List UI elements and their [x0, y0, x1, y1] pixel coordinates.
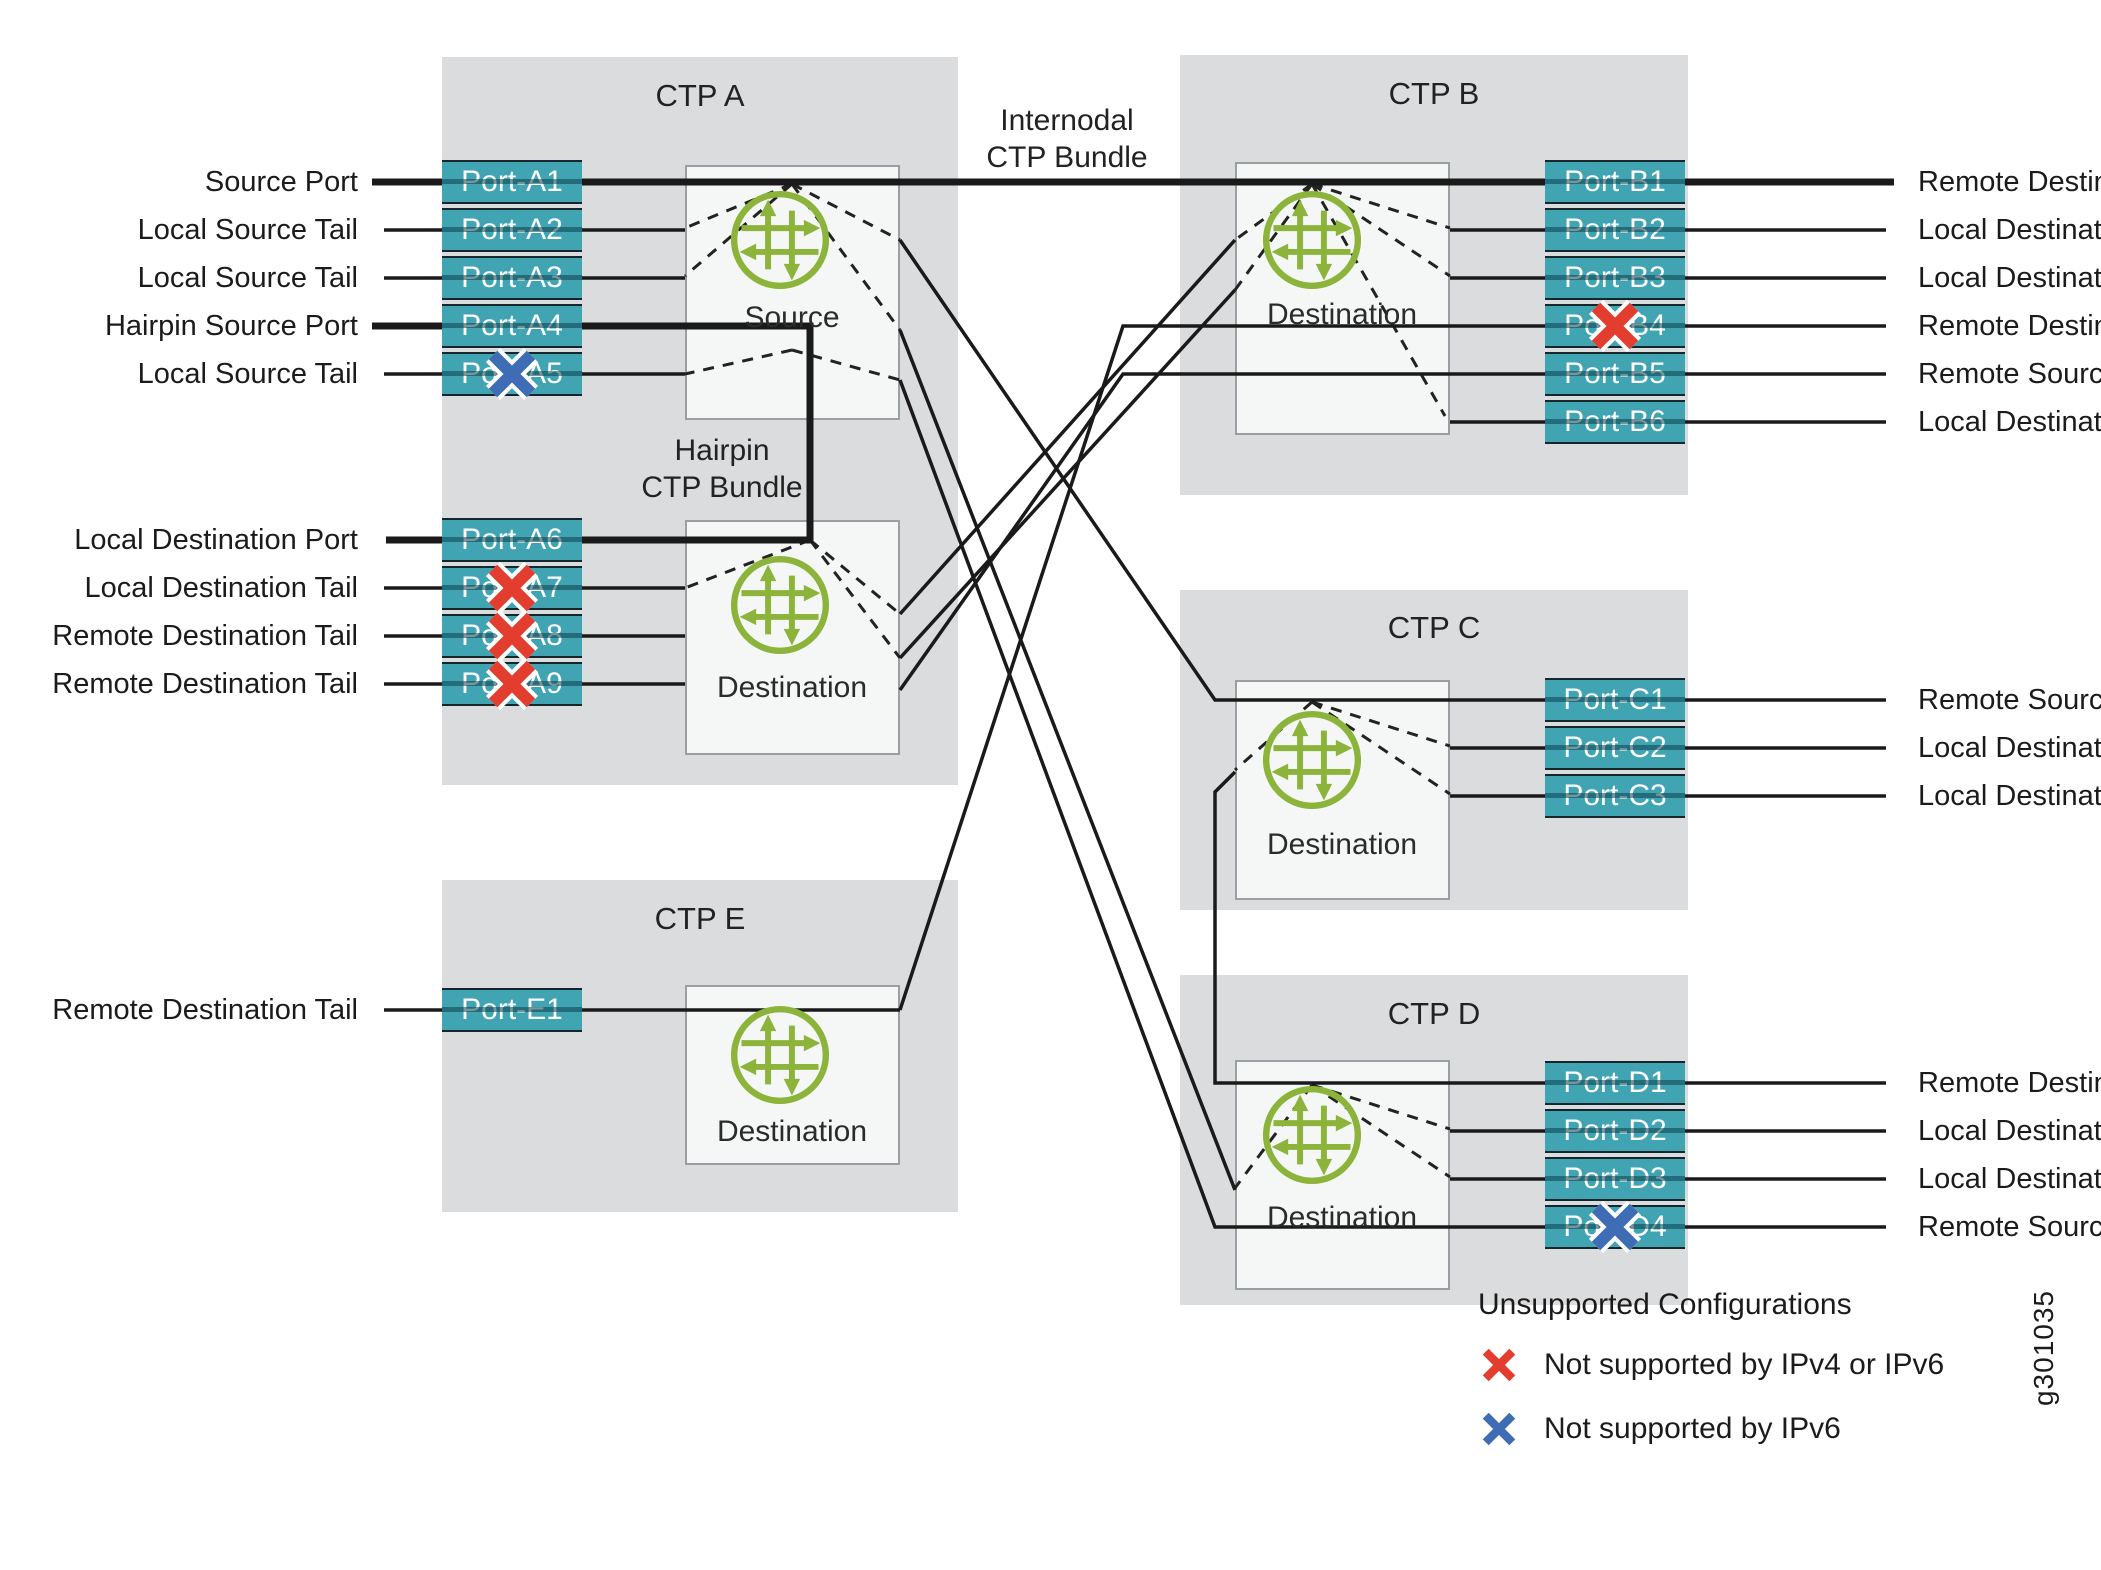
port-b2: Port-B2: [1545, 208, 1685, 252]
port-a4: Port-A4: [442, 304, 582, 348]
blue-x-icon: [1478, 1408, 1520, 1450]
port-e1: Port-E1: [442, 988, 582, 1032]
external-label-b4: Remote Destination Tail: [1918, 310, 2101, 342]
external-label-b2: Local Destination Tail: [1918, 214, 2101, 246]
port-a9: Port-A9: [442, 662, 582, 706]
port-d1: Port-D1: [1545, 1061, 1685, 1105]
external-label-a7: Local Destination Tail: [84, 572, 358, 604]
port-a1: Port-A1: [442, 160, 582, 204]
legend-item-label: Not supported by IPv4 or IPv6: [1544, 1348, 1945, 1381]
ctp-a-title: CTP A: [655, 78, 745, 113]
port-a3: Port-A3: [442, 256, 582, 300]
legend-item-red: Not supported by IPv4 or IPv6: [1478, 1340, 1944, 1390]
node-box-d-destination: [1235, 1060, 1450, 1290]
red-x-icon: [1478, 1344, 1520, 1386]
internodal-bundle-label-line2: CTP Bundle: [986, 141, 1148, 174]
port-a2: Port-A2: [442, 208, 582, 252]
external-label-b3: Local Destination Tail: [1918, 262, 2101, 294]
external-label-d1: Remote Destination Tail: [1918, 1067, 2101, 1099]
external-label-a6: Local Destination Port: [74, 524, 358, 556]
port-d3: Port-D3: [1545, 1157, 1685, 1201]
external-label-b5: Remote Source Tail: [1918, 358, 2101, 390]
external-label-e1: Remote Destination Tail: [52, 994, 358, 1026]
node-box-c-destination: [1235, 680, 1450, 900]
ctp-d-title: CTP D: [1387, 996, 1481, 1031]
external-label-c1: Remote Source Tail: [1918, 684, 2101, 716]
port-b6: Port-B6: [1545, 400, 1685, 444]
node-label-e-destination: Destination: [716, 1115, 868, 1148]
node-label-d-destination: Destination: [1266, 1201, 1418, 1234]
external-label-a2: Local Source Tail: [137, 214, 358, 246]
port-d2: Port-D2: [1545, 1109, 1685, 1153]
port-a8: Port-A8: [442, 614, 582, 658]
port-b1: Port-B1: [1545, 160, 1685, 204]
node-label-c-destination: Destination: [1266, 828, 1418, 861]
node-label-a-destination: Destination: [716, 671, 868, 704]
node-label-a-source: Source: [744, 301, 840, 334]
port-c1: Port-C1: [1545, 678, 1685, 722]
port-a6: Port-A6: [442, 518, 582, 562]
ctp-c-title: CTP C: [1387, 610, 1481, 645]
legend: Unsupported Configurations Not supported…: [1478, 1288, 1944, 1468]
port-a7: Port-A7: [442, 566, 582, 610]
node-label-b-destination: Destination: [1266, 298, 1418, 331]
port-c3: Port-C3: [1545, 774, 1685, 818]
node-box-a-destination: [685, 520, 900, 755]
external-label-d4: Remote Source Tail: [1918, 1211, 2101, 1243]
legend-title: Unsupported Configurations: [1478, 1288, 1852, 1321]
external-label-a1: Source Port: [204, 166, 358, 198]
external-label-c2: Local Destination Tail: [1918, 732, 2101, 764]
ctp-b-title: CTP B: [1388, 76, 1480, 111]
node-box-a-source: [685, 165, 900, 420]
external-label-a8: Remote Destination Tail: [52, 620, 358, 652]
legend-item-blue: Not supported by IPv6: [1478, 1404, 1944, 1454]
internodal-bundle-label-line1: Internodal: [1000, 104, 1134, 137]
external-label-a9: Remote Destination Tail: [52, 668, 358, 700]
hairpin-bundle-label-line1: Hairpin: [674, 434, 770, 467]
external-label-b6: Local Destination Tail: [1918, 406, 2101, 438]
port-b4: Port-B4: [1545, 304, 1685, 348]
ctp-e-title: CTP E: [654, 901, 746, 936]
external-label-a5: Local Source Tail: [137, 358, 358, 390]
external-label-d2: Local Destination Tail: [1918, 1115, 2101, 1147]
external-label-c3: Local Destination Tail: [1918, 780, 2101, 812]
port-a5: Port-A5: [442, 352, 582, 396]
port-b3: Port-B3: [1545, 256, 1685, 300]
external-label-d3: Local Destination Tail: [1918, 1163, 2101, 1195]
external-label-a3: Local Source Tail: [137, 262, 358, 294]
external-label-b1: Remote Destination Port: [1918, 166, 2101, 198]
port-d4: Port-D4: [1545, 1205, 1685, 1249]
port-c2: Port-C2: [1545, 726, 1685, 770]
legend-item-label: Not supported by IPv6: [1544, 1412, 1841, 1445]
external-label-a4: Hairpin Source Port: [104, 310, 358, 342]
graphic-id: g301035: [2028, 1290, 2059, 1407]
hairpin-bundle-label-line2: CTP Bundle: [641, 471, 803, 504]
port-b5: Port-B5: [1545, 352, 1685, 396]
